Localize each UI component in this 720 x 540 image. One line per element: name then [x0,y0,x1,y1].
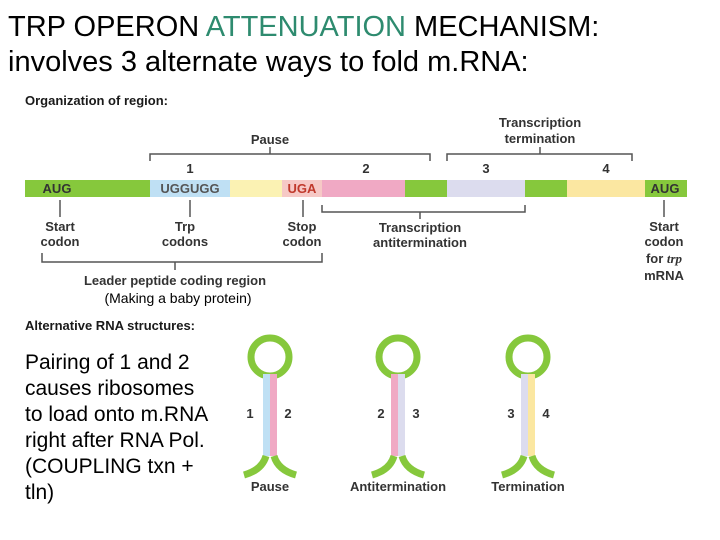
termination-stem-left [521,374,528,456]
pause-stem-left [263,374,270,456]
title-accent: ATTENUATION [205,11,406,43]
explanation-line-3: to load onto m.RNA [25,403,209,426]
antitermination-tail-right [398,454,426,479]
uga-text: UGA [288,181,318,196]
antitermination-bracket [321,205,526,213]
antitermination-structure: 2 3 Antitermination [350,334,446,494]
segment-aug-end [645,180,687,197]
region-number-2: 2 [362,161,369,176]
start-codon-label-line1: Start [45,219,75,234]
explanation-line-1: Pairing of 1 and 2 [25,351,190,374]
pause-structure: 1 2 Pause [242,334,298,494]
termination-label-line1: Transcription [499,115,581,130]
pause-stem-right [270,374,277,456]
trp-codons-label-line1: Trp [175,219,195,234]
antitermination-label-line2: antitermination [373,235,467,250]
pause-bracket [149,153,431,161]
title-part-1: TRP OPERON [8,11,206,43]
stop-codon-label-line1: Stop [288,219,317,234]
segment-spacer-1 [230,180,282,197]
trp-codons-label-line2: codons [162,234,208,249]
pause-structure-label: Pause [251,479,289,494]
segment-aug-start [25,180,150,197]
trp-codons-text: UGGUGG [160,181,219,196]
start-trp-label-line4: mRNA [644,268,684,283]
explanation-line-5: (COUPLING txn + [25,455,194,478]
segment-region-3 [447,180,525,197]
termination-structure: 3 4 Termination [491,334,565,494]
termination-stem-right [528,374,535,456]
start-trp-label-line2: codon [645,234,684,249]
region-number-3: 3 [482,161,489,176]
termination-right-number: 4 [542,406,550,421]
leader-peptide-label: Leader peptide coding region [84,273,266,288]
pause-tail-left [242,454,270,479]
antitermination-tail-left [370,454,398,479]
segment-spacer-3 [525,180,567,197]
antitermination-label-line1: Transcription [379,220,461,235]
start-trp-label-line1: Start [649,219,679,234]
explanation-line-4: right after RNA Pol. [25,429,205,452]
segment-region-1 [150,180,230,197]
mrna-bar [25,180,687,197]
antitermination-stem-left [391,374,398,456]
antitermination-stem-right [398,374,405,456]
termination-structure-label: Termination [491,479,564,494]
segment-spacer-2 [405,180,447,197]
pause-tail-right [270,454,298,479]
organization-heading: Organization of region: [25,93,168,108]
region-number-1: 1 [186,161,193,176]
start-trp-for: for [646,251,667,266]
pause-left-number: 1 [246,406,253,421]
title-line-1: TRP OPERON ATTENUATION MECHANISM: [8,10,599,45]
aug-start-text: AUG [43,181,72,196]
start-codon-label-line2: codon [41,234,80,249]
segment-region-2 [322,180,405,197]
segment-region-4 [567,180,645,197]
termination-bracket [446,153,633,161]
pause-loop [247,334,293,380]
antitermination-left-number: 2 [377,406,384,421]
termination-tail-left [500,454,528,479]
title-line-2: involves 3 alternate ways to fold m.RNA: [8,46,529,78]
title-part-2: MECHANISM: [406,11,600,43]
termination-loop [505,334,551,380]
antitermination-right-number: 3 [412,406,419,421]
pause-right-number: 2 [284,406,291,421]
segment-uga [282,180,322,197]
start-trp-gene-name: trp [667,251,683,266]
slide-title: TRP OPERON ATTENUATION MECHANISM: involv… [8,10,599,80]
pause-label: Pause [251,132,289,147]
explanation-line-2: causes ribosomes [25,377,195,400]
leader-peptide-bracket [41,253,323,263]
region-number-4: 4 [602,161,610,176]
baby-protein-note: (Making a baby protein) [104,290,251,306]
antitermination-structure-label: Antitermination [350,479,446,494]
alternatives-heading: Alternative RNA structures: [25,318,195,333]
aug-end-text: AUG [651,181,680,196]
antitermination-loop [375,334,421,380]
termination-label-line2: termination [505,131,576,146]
coupling-explanation: Pairing of 1 and 2 causes ribosomes to l… [25,350,240,506]
termination-left-number: 3 [507,406,514,421]
termination-tail-right [528,454,556,479]
explanation-line-6: tln) [25,481,55,504]
start-trp-label-line3: for trp [646,251,683,266]
stop-codon-label-line2: codon [283,234,322,249]
